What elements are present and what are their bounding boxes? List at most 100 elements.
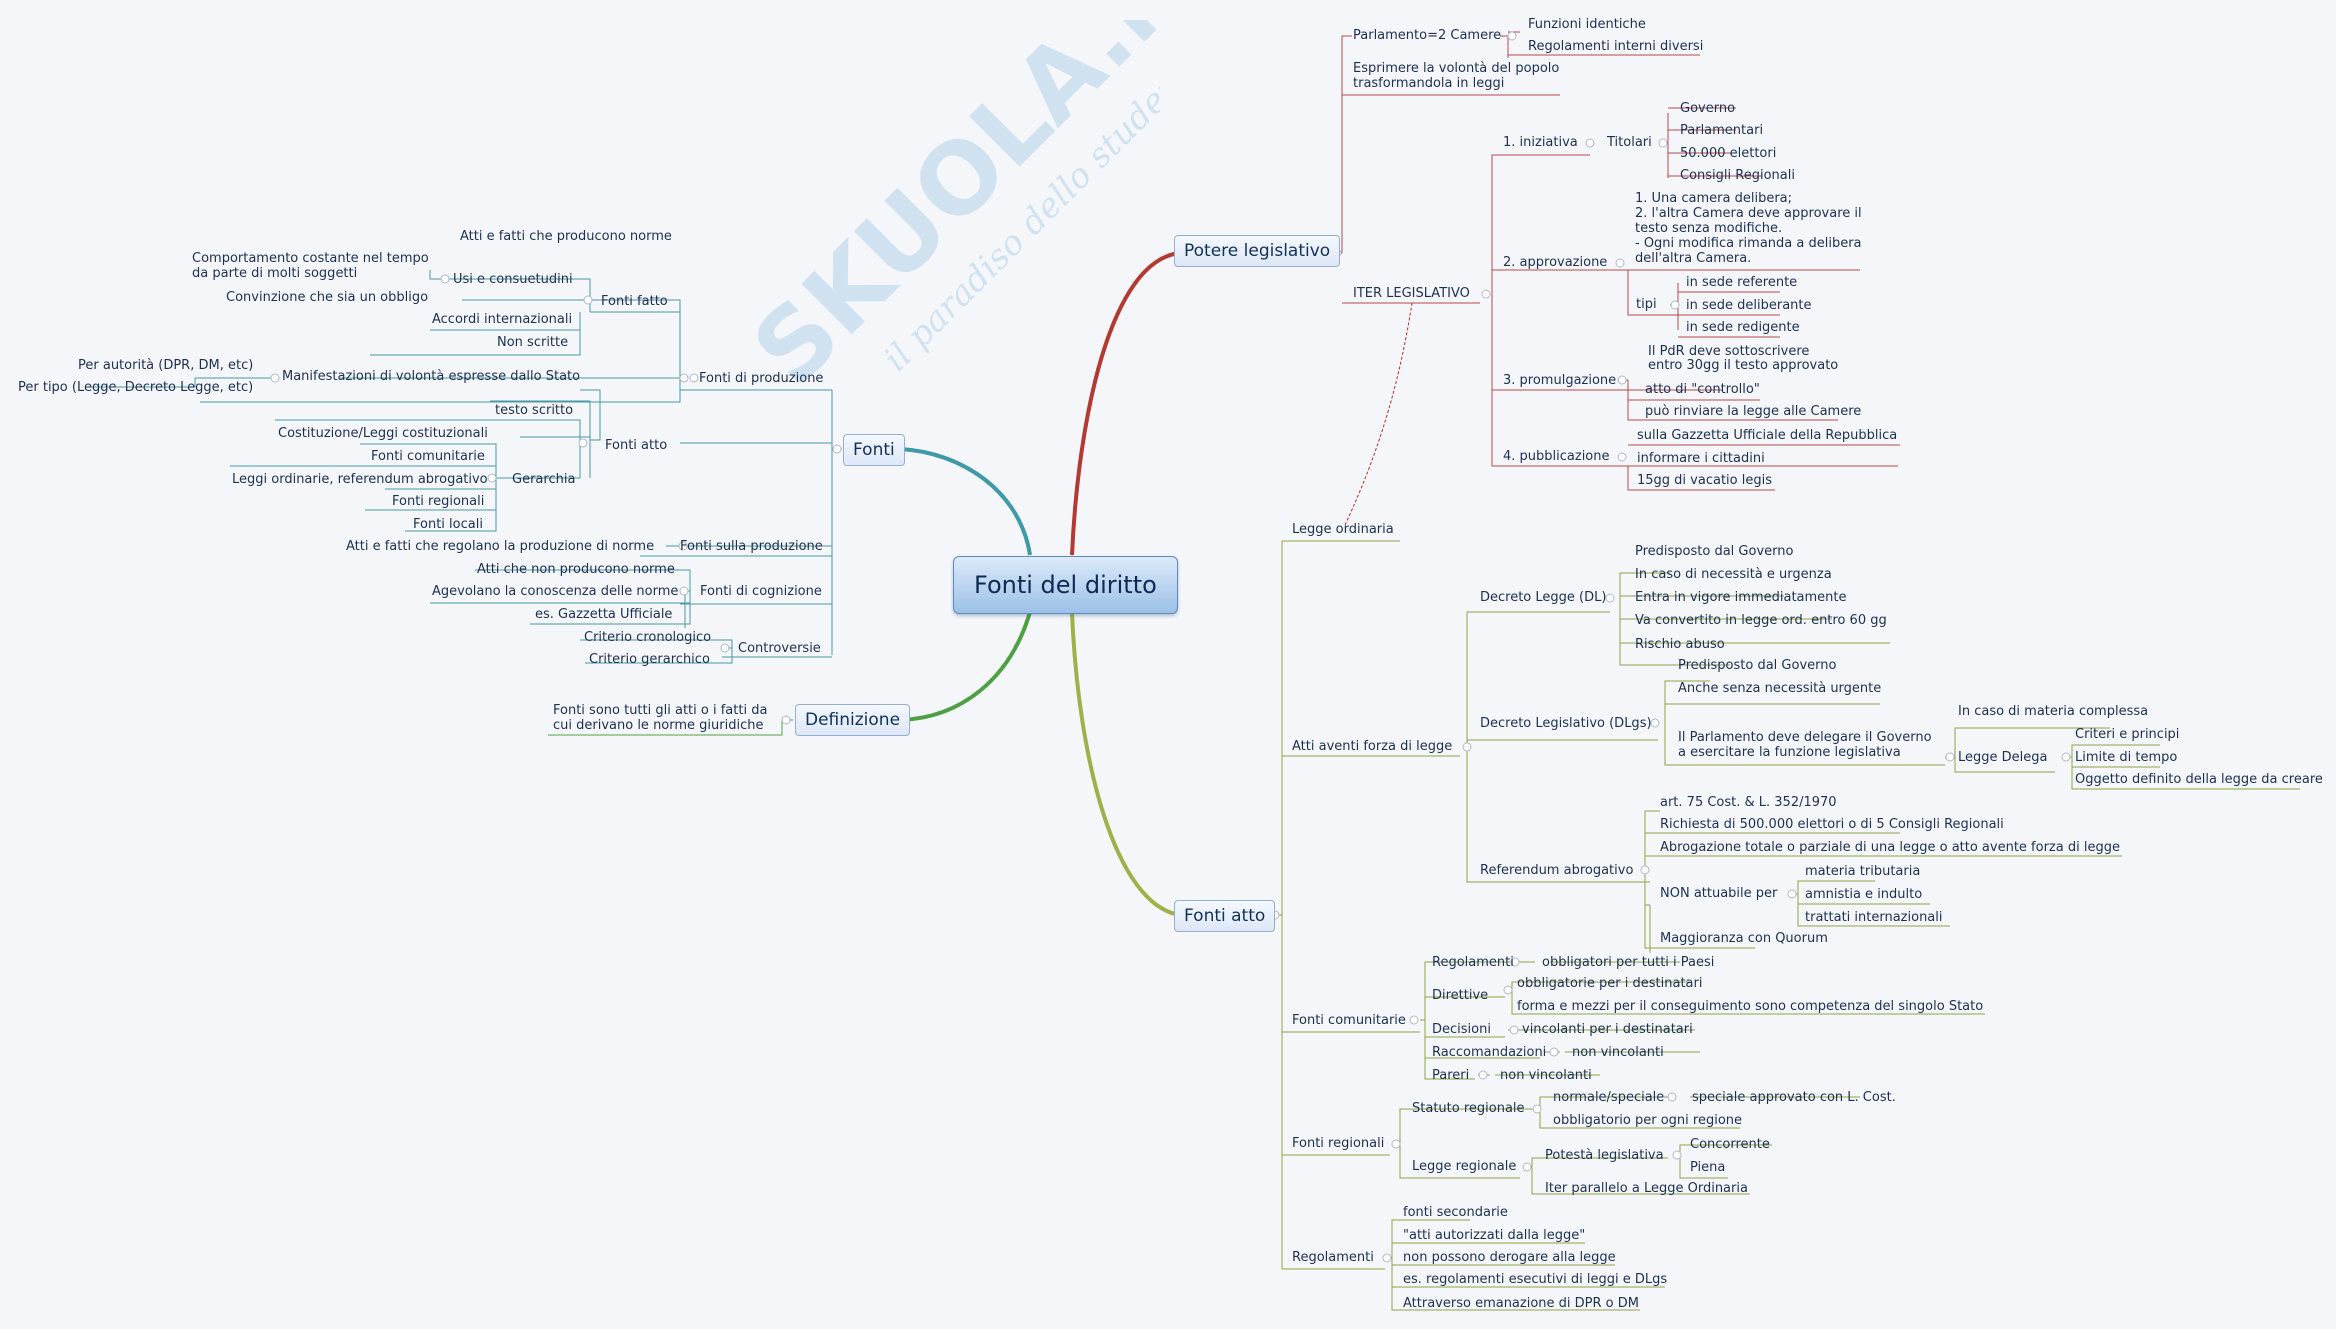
node-convinzione[interactable]: Convinzione che sia un obbligo <box>226 290 429 305</box>
node-fonti-comunitarie[interactable]: Fonti comunitarie <box>1292 1013 1406 1028</box>
node-gerarchia[interactable]: Gerarchia <box>512 472 576 487</box>
node-titolari[interactable]: Titolari <box>1607 135 1652 150</box>
node-reg-item-1[interactable]: fonti secondarie <box>1403 1205 1508 1220</box>
node-non-vincolanti-2[interactable]: non vincolanti <box>1500 1068 1592 1083</box>
node-amnistia[interactable]: amnistia e indulto <box>1805 887 1923 902</box>
node-sede-referente[interactable]: in sede referente <box>1686 275 1798 290</box>
node-approvazione-line-2[interactable]: 2. l'altra Camera deve approvare il <box>1635 206 1862 221</box>
node-atti-aventi-forza[interactable]: Atti aventi forza di legge <box>1292 739 1453 754</box>
node-reg-item-3[interactable]: non possono derogare alla legge <box>1403 1250 1616 1265</box>
node-decreto-legislativo[interactable]: Decreto Legislativo (DLgs) <box>1480 716 1652 731</box>
node-ref-item-2[interactable]: Richiesta di 500.000 elettori o di 5 Con… <box>1660 817 2004 832</box>
node-testo-scritto[interactable]: testo scritto <box>495 403 574 418</box>
node-parlamentari[interactable]: Parlamentari <box>1680 123 1764 138</box>
node-normale-speciale[interactable]: normale/speciale <box>1553 1090 1665 1105</box>
node-ref-item-1[interactable]: art. 75 Cost. & L. 352/1970 <box>1660 795 1837 810</box>
node-gerarchia-item-5[interactable]: Fonti locali <box>413 517 483 532</box>
node-limite-tempo[interactable]: Limite di tempo <box>2075 750 2178 765</box>
node-atti-regolano[interactable]: Atti e fatti che regolano la produzione … <box>346 539 655 554</box>
topic-potere-legislativo[interactable]: Potere legislativo <box>1174 235 1341 267</box>
node-iter-legislativo[interactable]: ITER LEGISLATIVO <box>1353 286 1470 301</box>
node-criterio-cronologico[interactable]: Criterio cronologico <box>584 630 712 645</box>
node-criterio-gerarchico[interactable]: Criterio gerarchico <box>589 652 710 667</box>
node-atti-fatti-producono[interactable]: Atti e fatti che producono norme <box>460 229 672 244</box>
node-decisioni[interactable]: Decisioni <box>1432 1022 1491 1037</box>
node-fonti-atto-left[interactable]: Fonti atto <box>605 438 668 453</box>
node-tipi[interactable]: tipi <box>1636 297 1657 312</box>
node-direttive[interactable]: Direttive <box>1432 988 1489 1003</box>
node-approvazione[interactable]: 2. approvazione <box>1503 255 1608 270</box>
node-dlgs-delega-2[interactable]: a esercitare la funzione legislativa <box>1678 745 1901 760</box>
node-elettori[interactable]: 50.000 elettori <box>1680 146 1777 161</box>
node-legge-ordinaria[interactable]: Legge ordinaria <box>1292 522 1394 537</box>
node-non-scritte[interactable]: Non scritte <box>497 335 569 350</box>
node-iter-parallelo[interactable]: Iter parallelo a Legge Ordinaria <box>1545 1181 1748 1196</box>
node-non-vincolanti-1[interactable]: non vincolanti <box>1572 1045 1664 1060</box>
node-dl-item-4[interactable]: Va convertito in legge ord. entro 60 gg <box>1635 613 1887 628</box>
node-fonti-fatto[interactable]: Fonti fatto <box>601 294 668 309</box>
node-speciale-approvato[interactable]: speciale approvato con L. Cost. <box>1692 1090 1896 1105</box>
node-pdr-1[interactable]: Il PdR deve sottoscrivere <box>1648 344 1810 359</box>
node-governo[interactable]: Governo <box>1680 101 1736 116</box>
node-materia-tributaria[interactable]: materia tributaria <box>1805 864 1921 879</box>
node-trattati[interactable]: trattati internazionali <box>1805 910 1943 925</box>
node-pubblicazione[interactable]: 4. pubblicazione <box>1503 449 1610 464</box>
node-obbligatori-tutti[interactable]: obbligatori per tutti i Paesi <box>1542 955 1715 970</box>
node-manifestazioni[interactable]: Manifestazioni di volontà espresse dallo… <box>282 369 581 384</box>
central-topic[interactable]: Fonti del diritto <box>953 556 1178 614</box>
node-fonti-regionali[interactable]: Fonti regionali <box>1292 1136 1385 1151</box>
node-parlamento[interactable]: Parlamento=2 Camere <box>1353 28 1502 43</box>
node-usi-consuetudini[interactable]: Usi e consuetudini <box>453 272 573 287</box>
node-funzioni[interactable]: Funzioni identiche <box>1528 17 1646 32</box>
node-gerarchia-item-1[interactable]: Costituzione/Leggi costituzionali <box>278 426 488 441</box>
node-approvazione-line-1[interactable]: 1. Una camera delibera; <box>1635 191 1793 206</box>
node-dlgs-anche[interactable]: Anche senza necessità urgente <box>1678 681 1882 696</box>
node-regolamenti-interni[interactable]: Regolamenti interni diversi <box>1528 39 1704 54</box>
node-reg-item-2[interactable]: "atti autorizzati dalla legge" <box>1403 1228 1586 1243</box>
node-per-autorita[interactable]: Per autorità (DPR, DM, etc) <box>78 358 254 373</box>
node-gerarchia-item-2[interactable]: Fonti comunitarie <box>371 449 485 464</box>
node-decreto-legge[interactable]: Decreto Legge (DL) <box>1480 590 1607 605</box>
topic-fonti[interactable]: Fonti <box>843 434 905 466</box>
node-dlgs-predisposto[interactable]: Predisposto dal Governo <box>1678 658 1837 673</box>
node-ref-item-3[interactable]: Abrogazione totale o parziale di una leg… <box>1660 840 2120 855</box>
node-comportamento-1[interactable]: Comportamento costante nel tempo <box>192 251 429 266</box>
node-comportamento-2[interactable]: da parte di molti soggetti <box>192 266 358 281</box>
node-pareri[interactable]: Pareri <box>1432 1068 1470 1083</box>
node-non-attuabile[interactable]: NON attuabile per <box>1660 886 1778 901</box>
node-sede-redigente[interactable]: in sede redigente <box>1686 320 1800 335</box>
node-rinviare[interactable]: può rinviare la legge alle Camere <box>1645 404 1862 419</box>
node-approvazione-line-3[interactable]: testo senza modifiche. <box>1635 221 1783 236</box>
node-piena[interactable]: Piena <box>1690 1160 1726 1175</box>
node-atti-non-producono[interactable]: Atti che non producono norme <box>477 562 675 577</box>
node-maggioranza[interactable]: Maggioranza con Quorum <box>1660 931 1828 946</box>
node-raccomandazioni[interactable]: Raccomandazioni <box>1432 1045 1547 1060</box>
node-obbligatorie-destinatari[interactable]: obbligatorie per i destinatari <box>1517 976 1703 991</box>
node-pdr-2[interactable]: entro 30gg il testo approvato <box>1648 358 1839 373</box>
node-dl-item-3[interactable]: Entra in vigore immediatamente <box>1635 590 1847 605</box>
node-agevolano[interactable]: Agevolano la conoscenza delle norme <box>432 584 679 599</box>
node-vincolanti-destinatari[interactable]: vincolanti per i destinatari <box>1522 1022 1693 1037</box>
node-reg-item-5[interactable]: Attraverso emanazione di DPR o DM <box>1403 1296 1639 1311</box>
node-gerarchia-item-4[interactable]: Fonti regionali <box>392 494 485 509</box>
topic-fonti-atto[interactable]: Fonti atto <box>1174 900 1276 932</box>
node-regolamenti-ue[interactable]: Regolamenti <box>1432 955 1514 970</box>
node-statuto-regionale[interactable]: Statuto regionale <box>1412 1101 1525 1116</box>
node-fonti-sulla-produzione[interactable]: Fonti sulla produzione <box>680 539 823 554</box>
node-dl-item-2[interactable]: In caso di necessità e urgenza <box>1635 567 1832 582</box>
node-concorrente[interactable]: Concorrente <box>1690 1137 1770 1152</box>
node-accordi-internazionali[interactable]: Accordi internazionali <box>432 312 573 327</box>
node-consigli[interactable]: Consigli Regionali <box>1680 168 1795 183</box>
node-dl-item-1[interactable]: Predisposto dal Governo <box>1635 544 1794 559</box>
node-iniziativa[interactable]: 1. iniziativa <box>1503 135 1578 150</box>
node-obbligatorio-regione[interactable]: obbligatorio per ogni regione <box>1553 1113 1743 1128</box>
node-materia-complessa[interactable]: In caso di materia complessa <box>1958 704 2149 719</box>
node-dlgs-delega-1[interactable]: Il Parlamento deve delegare il Governo <box>1678 730 1932 745</box>
node-vacatio[interactable]: 15gg di vacatio legis <box>1637 473 1772 488</box>
node-es-gazzetta[interactable]: es. Gazzetta Ufficiale <box>535 607 673 622</box>
node-definizione-text-1[interactable]: Fonti sono tutti gli atti o i fatti da <box>553 703 768 718</box>
node-potesta-legislativa[interactable]: Potestà legislativa <box>1545 1148 1664 1163</box>
node-sede-deliberante[interactable]: in sede deliberante <box>1686 298 1812 313</box>
node-informare[interactable]: informare i cittadini <box>1637 451 1765 466</box>
node-legge-delega[interactable]: Legge Delega <box>1958 750 2048 765</box>
